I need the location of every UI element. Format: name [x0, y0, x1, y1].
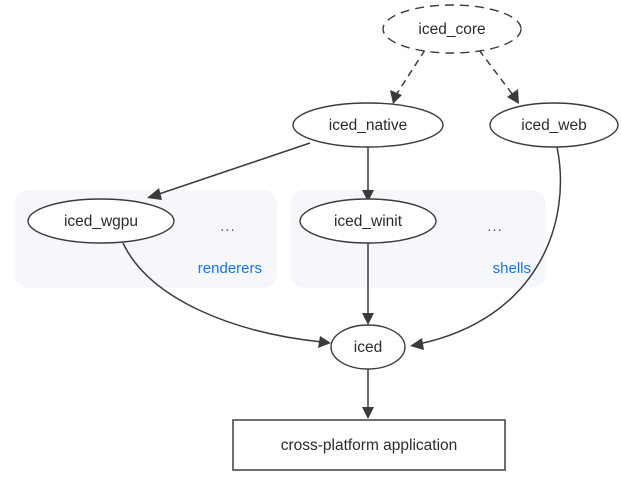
node-iced-label: iced: [354, 339, 382, 356]
node-iced-winit[interactable]: iced_winit: [299, 198, 437, 244]
edge-iced-to-application: [362, 369, 374, 419]
edge-iced-native-to-iced-winit: [362, 147, 374, 202]
edge-iced-web-to-iced: [410, 146, 562, 350]
edge-iced-wgpu-to-iced: [122, 242, 331, 348]
cluster-shells-ellipsis: ...: [487, 218, 503, 235]
edge-iced-winit-to-iced: [362, 243, 374, 325]
node-application-label: cross-platform application: [281, 437, 458, 454]
edge-iced-core-to-iced-web: [478, 49, 519, 104]
cluster-renderers-label: renderers: [198, 260, 262, 277]
node-iced-wgpu[interactable]: iced_wgpu: [27, 198, 175, 244]
node-iced-core-label: iced_core: [418, 21, 485, 38]
node-iced-wgpu-label: iced_wgpu: [64, 213, 138, 230]
node-iced-native-label: iced_native: [329, 117, 407, 134]
node-cross-platform-application[interactable]: cross-platform application: [232, 419, 506, 471]
node-iced-core[interactable]: iced_core: [382, 4, 522, 54]
edge-iced-core-to-iced-native: [390, 49, 426, 104]
node-iced-web[interactable]: iced_web: [489, 102, 619, 148]
node-iced-winit-label: iced_winit: [334, 213, 403, 230]
edge-iced-native-to-iced-wgpu: [147, 142, 311, 200]
node-iced-web-label: iced_web: [521, 117, 587, 134]
node-iced-native[interactable]: iced_native: [292, 102, 444, 148]
node-iced[interactable]: iced: [330, 324, 406, 370]
cluster-renderers-ellipsis: ...: [220, 218, 236, 235]
cluster-shells-label: shells: [493, 260, 531, 277]
